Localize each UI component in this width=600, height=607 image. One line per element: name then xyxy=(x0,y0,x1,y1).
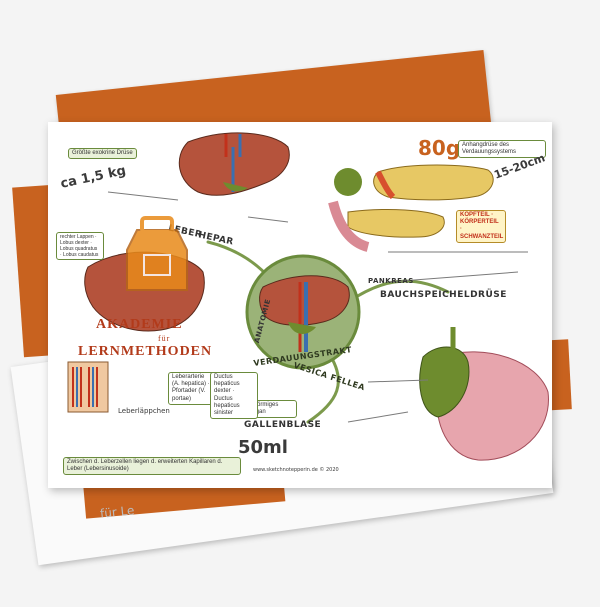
largest-gland-label: Größte exokrine Drüse xyxy=(68,148,137,160)
ducts-label: Ductus hepaticus dexter · Ductus hepatic… xyxy=(210,372,258,420)
leberlaeppchen-label: Leberläppchen xyxy=(118,407,170,415)
pancreas-latin: PANKREAS xyxy=(368,277,414,285)
logo-icon xyxy=(126,216,188,291)
logo-line1: AKADEMIE xyxy=(96,317,183,332)
gallbladder-title: GALLENBLASE xyxy=(244,420,322,430)
bottom-note: Zwischen d. Leberzellen liegen d. erweit… xyxy=(63,457,241,476)
poster-sheet: Größte exokrine Drüse ca 1,5 kg LEBER HE… xyxy=(48,122,552,488)
gallbladder-volume: 50ml xyxy=(238,437,288,458)
gallbladder-illustration xyxy=(419,346,470,418)
pancreas-gland-note: Anhangdrüse des Verdauungssystems xyxy=(458,140,546,159)
logo-line3: LERNMETHODEN xyxy=(78,344,213,359)
pancreas-top-illustration xyxy=(373,164,494,201)
logo-line2: für xyxy=(158,334,171,343)
pancreas-mid-illustration xyxy=(347,209,445,238)
poster-illustrations xyxy=(67,132,549,461)
pfortader-label: Leberarterie (A. hepatica) · Pfortader (… xyxy=(168,372,216,405)
pancreas-title: BAUCHSPEICHELDRÜSE xyxy=(380,290,507,300)
liver-lobes-list: rechter Lappen · Lobus dexter · Lobus qu… xyxy=(56,232,104,260)
credit-label: www.sketchnotepperin.de © 2020 xyxy=(253,467,339,473)
pancreas-parts-label: KOPFTEIL · KÖRPERTEIL · SCHWANZTEIL xyxy=(456,210,506,243)
pancreas-weight-label: 80g xyxy=(418,136,461,160)
